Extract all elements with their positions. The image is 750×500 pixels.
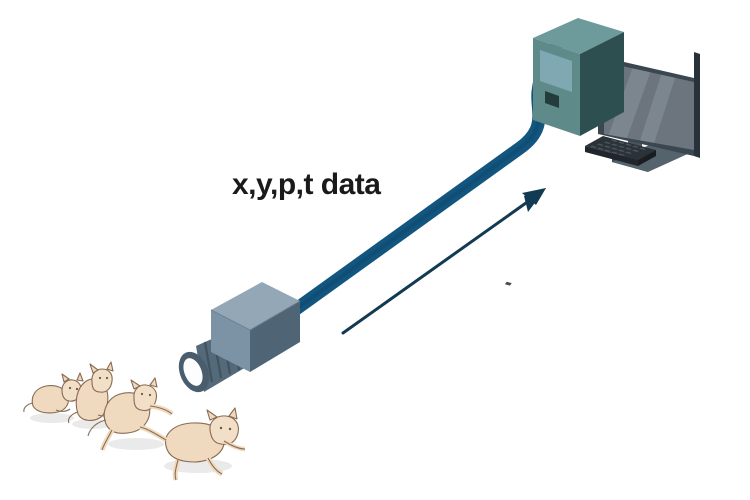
lens-aperture bbox=[183, 358, 203, 386]
cat-shadows bbox=[30, 413, 232, 473]
cat-sequence bbox=[23, 361, 246, 481]
cat-pouncing bbox=[87, 377, 174, 451]
event-camera bbox=[178, 282, 301, 393]
cat-crouching bbox=[23, 372, 84, 414]
data-label: x,y,p,t data bbox=[232, 168, 381, 201]
computer-group bbox=[504, 18, 700, 286]
screen-reflection bbox=[604, 62, 678, 150]
keyboard-keys bbox=[590, 139, 646, 156]
computer-keyboard bbox=[504, 136, 656, 286]
camera-body bbox=[210, 282, 301, 372]
cat-sitting bbox=[67, 361, 114, 424]
cat-running bbox=[139, 407, 246, 481]
data-flow-arrow bbox=[341, 188, 546, 335]
computer-tower bbox=[533, 18, 624, 136]
